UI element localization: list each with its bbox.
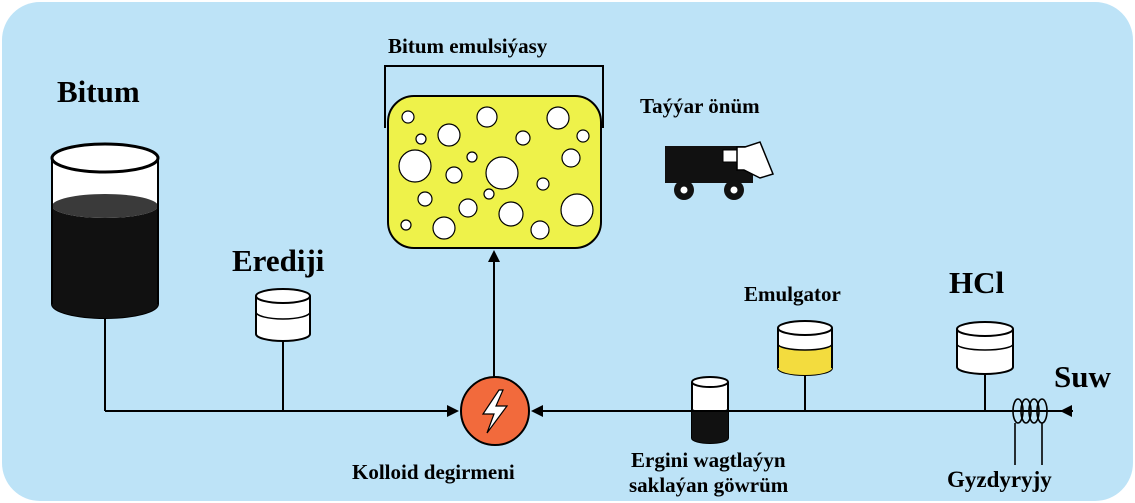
colloid-mill — [460, 376, 530, 446]
label-emulgator: Emulgator — [744, 282, 841, 306]
erediji-container — [255, 288, 311, 342]
label-bitum: Bitum — [57, 74, 140, 109]
label-tank-line2: saklaýan göwrüm — [629, 473, 789, 497]
label-water: Suw — [1054, 359, 1111, 394]
truck-icon — [665, 141, 775, 200]
emulsion-box — [387, 95, 602, 249]
emulsion-bracket — [384, 65, 604, 128]
label-product: Taýýar önüm — [640, 94, 760, 118]
pipes — [104, 250, 1073, 417]
emulgator-container — [777, 320, 833, 376]
water-inlet-arrow — [1060, 405, 1072, 417]
label-emulsion: Bitum emulsiýasy — [388, 34, 548, 58]
label-heater: Gyzdyryjy — [947, 467, 1052, 492]
bitum-tank — [50, 142, 160, 319]
lightning-icon — [481, 389, 509, 434]
heater-coil — [1012, 398, 1048, 465]
emulsion-bubbles — [398, 106, 594, 240]
label-erediji: Erediji — [232, 243, 325, 278]
label-hcl: HCl — [949, 265, 1005, 300]
label-tank-line1: Ergini wagtlaýyn — [631, 448, 786, 472]
label-mill: Kolloid degirmeni — [352, 460, 515, 484]
storage-tank — [691, 376, 729, 444]
hcl-container — [956, 321, 1014, 375]
